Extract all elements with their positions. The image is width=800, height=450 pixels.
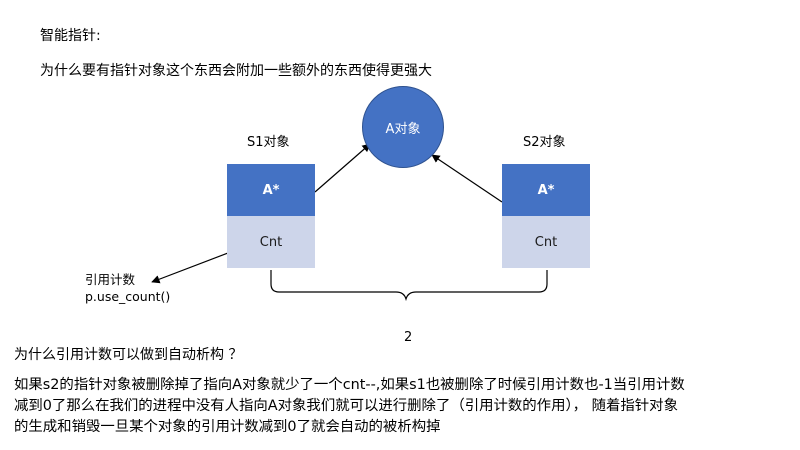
object-a-label: A对象: [385, 121, 421, 137]
s2-count-label: Cnt: [534, 234, 558, 250]
paragraph-line-3: 的生成和销毁一旦某个对象的引用计数减到0了就会自动的被析构掉: [14, 419, 441, 435]
s1-count-box: Cnt: [227, 216, 315, 268]
s2-object-label: S2对象: [523, 135, 566, 150]
s2-count-box: Cnt: [502, 216, 590, 268]
page-subtitle: 为什么要有指针对象这个东西会附加一些额外的东西使得更强大: [40, 63, 432, 79]
arrow-s1-to-a: [314, 143, 371, 193]
use-count-method: p.use_count(): [85, 289, 171, 304]
s2-pointer-label: A*: [537, 182, 555, 198]
s2-pointer-box: A*: [502, 164, 590, 216]
object-a-circle: A对象: [362, 86, 444, 168]
arrow-s2-to-a: [431, 154, 503, 203]
s1-pointer-label: A*: [262, 182, 280, 198]
refcount-label: 引用计数: [85, 272, 136, 287]
s1-count-label: Cnt: [259, 234, 283, 250]
question-heading: 为什么引用计数可以做到自动析构 ？: [14, 347, 243, 363]
s1-pointer-box: A*: [227, 164, 315, 216]
s1-object-label: S1对象: [247, 135, 290, 150]
count-brace: [270, 270, 548, 302]
paragraph-line-2: 减到0了那么在我们的进程中没有人指向A对象我们就可以进行删除了（引用计数的作用）…: [14, 398, 678, 414]
paragraph-line-1: 如果s2的指针对象被删除掉了指向A对象就少了一个cnt--,如果s1也被删除了时…: [14, 377, 685, 393]
page-title: 智能指针:: [40, 28, 101, 44]
brace-count-value: 2: [404, 330, 413, 345]
